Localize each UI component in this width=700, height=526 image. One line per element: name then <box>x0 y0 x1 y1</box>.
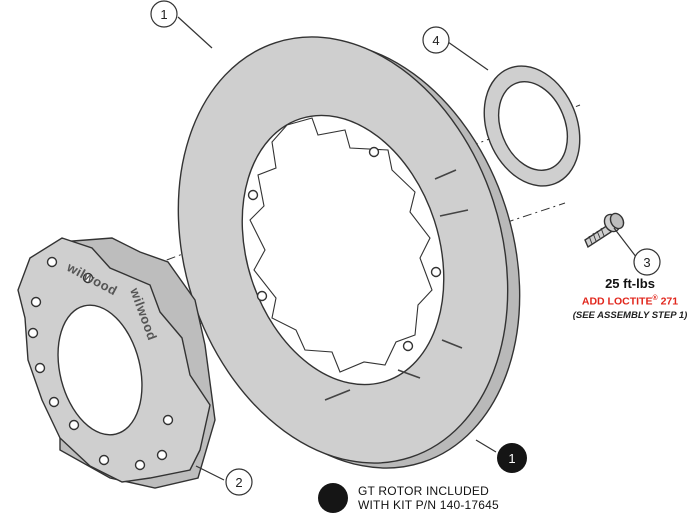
assembly-step-reference: (SEE ASSEMBLY STEP 1) <box>572 309 688 321</box>
hat-center-bore <box>57 304 143 436</box>
hat-bolt-hole <box>156 449 168 461</box>
rotor-bolt-hole <box>247 189 259 201</box>
rotor-included-legend: GT ROTOR INCLUDED WITH KIT P/N 140-17645 <box>318 483 499 513</box>
registered-mark: ® <box>652 295 658 302</box>
legend-text: GT ROTOR INCLUDED WITH KIT P/N 140-17645 <box>358 484 499 512</box>
rotor-slot <box>324 389 351 401</box>
callout-bolt: 3 <box>633 248 661 276</box>
svg-text:2: 2 <box>235 475 242 490</box>
rotor-bolt-hole <box>256 290 268 302</box>
rotor-bolt-hole <box>368 146 380 158</box>
torque-value: 25 ft-lbs <box>605 276 655 291</box>
svg-text:1: 1 <box>508 451 515 466</box>
legend-marker <box>318 483 348 513</box>
svg-text:3: 3 <box>643 255 650 270</box>
rotor-hat: wilwood wilwood <box>17 237 216 489</box>
hat-bolt-hole <box>134 459 146 471</box>
rotor-slot <box>441 339 463 349</box>
rotor-bolt-hole <box>430 266 442 278</box>
hat-bolt-hole <box>46 256 58 268</box>
loctite-instruction: ADD LOCTITE® 271 <box>560 292 700 309</box>
callout-hat: 2 <box>225 468 253 496</box>
hat-bolt-hole <box>82 272 94 284</box>
hat-bolt-hole <box>34 362 46 374</box>
leader-rotor <box>177 16 213 49</box>
hat-bolt-hole <box>30 296 42 308</box>
callout-shim: 4 <box>422 26 450 54</box>
leader-rotor-included <box>475 439 497 453</box>
hat-bolt-hole <box>68 419 80 431</box>
loctite-number: 271 <box>660 295 679 308</box>
shim-washer <box>483 65 581 187</box>
callout-rotor: 1 <box>150 0 178 28</box>
loctite-label: ADD LOCTITE <box>581 295 653 308</box>
hat-bolt-hole <box>48 396 60 408</box>
rotor-slot <box>434 169 457 180</box>
leader-shim <box>447 41 489 71</box>
hat-bolt <box>584 212 625 249</box>
svg-text:4: 4 <box>432 33 439 48</box>
callout-rotor-included: 1 <box>497 443 527 473</box>
hat-bolt-hole <box>98 454 110 466</box>
rotor-bolt-hole <box>402 340 414 352</box>
bolt-torque-note: 25 ft-lbs ADD LOCTITE® 271 (SEE ASSEMBLY… <box>560 276 700 322</box>
rotor-slot <box>397 369 421 379</box>
rotor <box>177 36 521 469</box>
svg-text:1: 1 <box>160 7 167 22</box>
legend-line-1: GT ROTOR INCLUDED <box>358 484 489 498</box>
legend-line-2: WITH KIT P/N 140-17645 <box>358 498 499 512</box>
rotor-mounting-tabs <box>249 117 433 373</box>
hat-bolt-hole <box>162 414 174 426</box>
hat-bolt-hole <box>27 327 39 339</box>
rotor-slot <box>439 209 469 217</box>
leader-hat <box>195 465 225 481</box>
